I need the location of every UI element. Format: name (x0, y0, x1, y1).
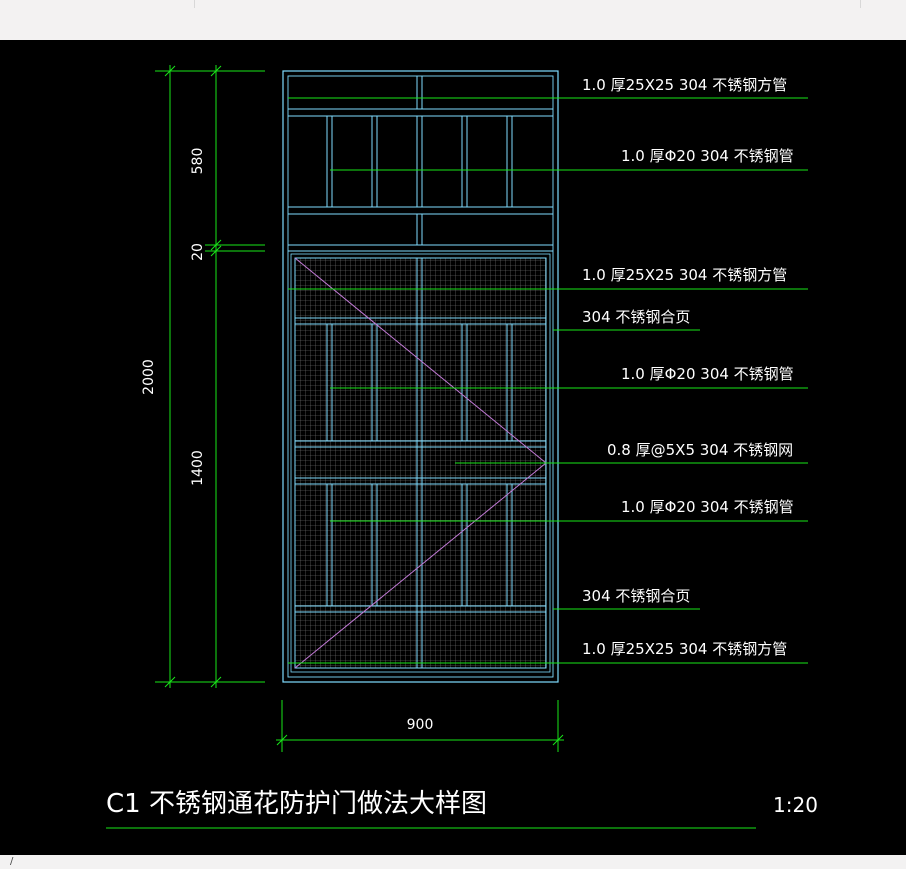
leader-lines (106, 97, 808, 829)
annotation-square-tube-bottom: 1.0 厚25X25 304 不锈钢方管 (582, 640, 787, 658)
top-bar-divider (860, 0, 861, 8)
top-bar-divider (194, 0, 195, 8)
annotation-mesh: 0.8 厚@5X5 304 不锈钢网 (607, 441, 793, 459)
annotation-round-pipe-lower-2: 1.0 厚Φ20 304 不锈钢管 (621, 498, 794, 516)
cad-drawing-canvas[interactable]: 2000 580 20 1400 900 1.0 厚25X25 304 不锈钢方… (0, 40, 906, 855)
door-elevation (282, 70, 559, 683)
opening-direction-line (294, 257, 547, 464)
annotation-hinge-upper: 304 不锈钢合页 (582, 308, 690, 326)
drawing-scale: 1:20 (773, 793, 818, 817)
annotation-round-pipe-upper: 1.0 厚Φ20 304 不锈钢管 (621, 147, 794, 165)
annotation-square-tube-top: 1.0 厚25X25 304 不锈钢方管 (582, 76, 787, 94)
dim-lower-height: 1400 (190, 450, 206, 486)
drawing-title: C1 不锈钢通花防护门做法大样图 (106, 789, 487, 819)
upper-panel (288, 76, 553, 252)
dim-total-height: 2000 (141, 359, 157, 395)
door-outer-frame (282, 70, 559, 683)
cursor-glyph: / (10, 856, 14, 867)
window-top-bar (0, 0, 906, 41)
dimension-lines (155, 65, 564, 752)
annotation-square-tube-mid: 1.0 厚25X25 304 不锈钢方管 (582, 266, 787, 284)
annotation-hinge-lower: 304 不锈钢合页 (582, 587, 690, 605)
dim-gap-height: 20 (190, 243, 206, 261)
door-inner-frame (287, 75, 554, 678)
dim-width: 900 (407, 717, 434, 733)
opening-direction-line (294, 462, 547, 669)
status-bar: / (0, 855, 906, 869)
dim-upper-height: 580 (190, 148, 206, 175)
annotation-round-pipe-lower-1: 1.0 厚Φ20 304 不锈钢管 (621, 365, 794, 383)
